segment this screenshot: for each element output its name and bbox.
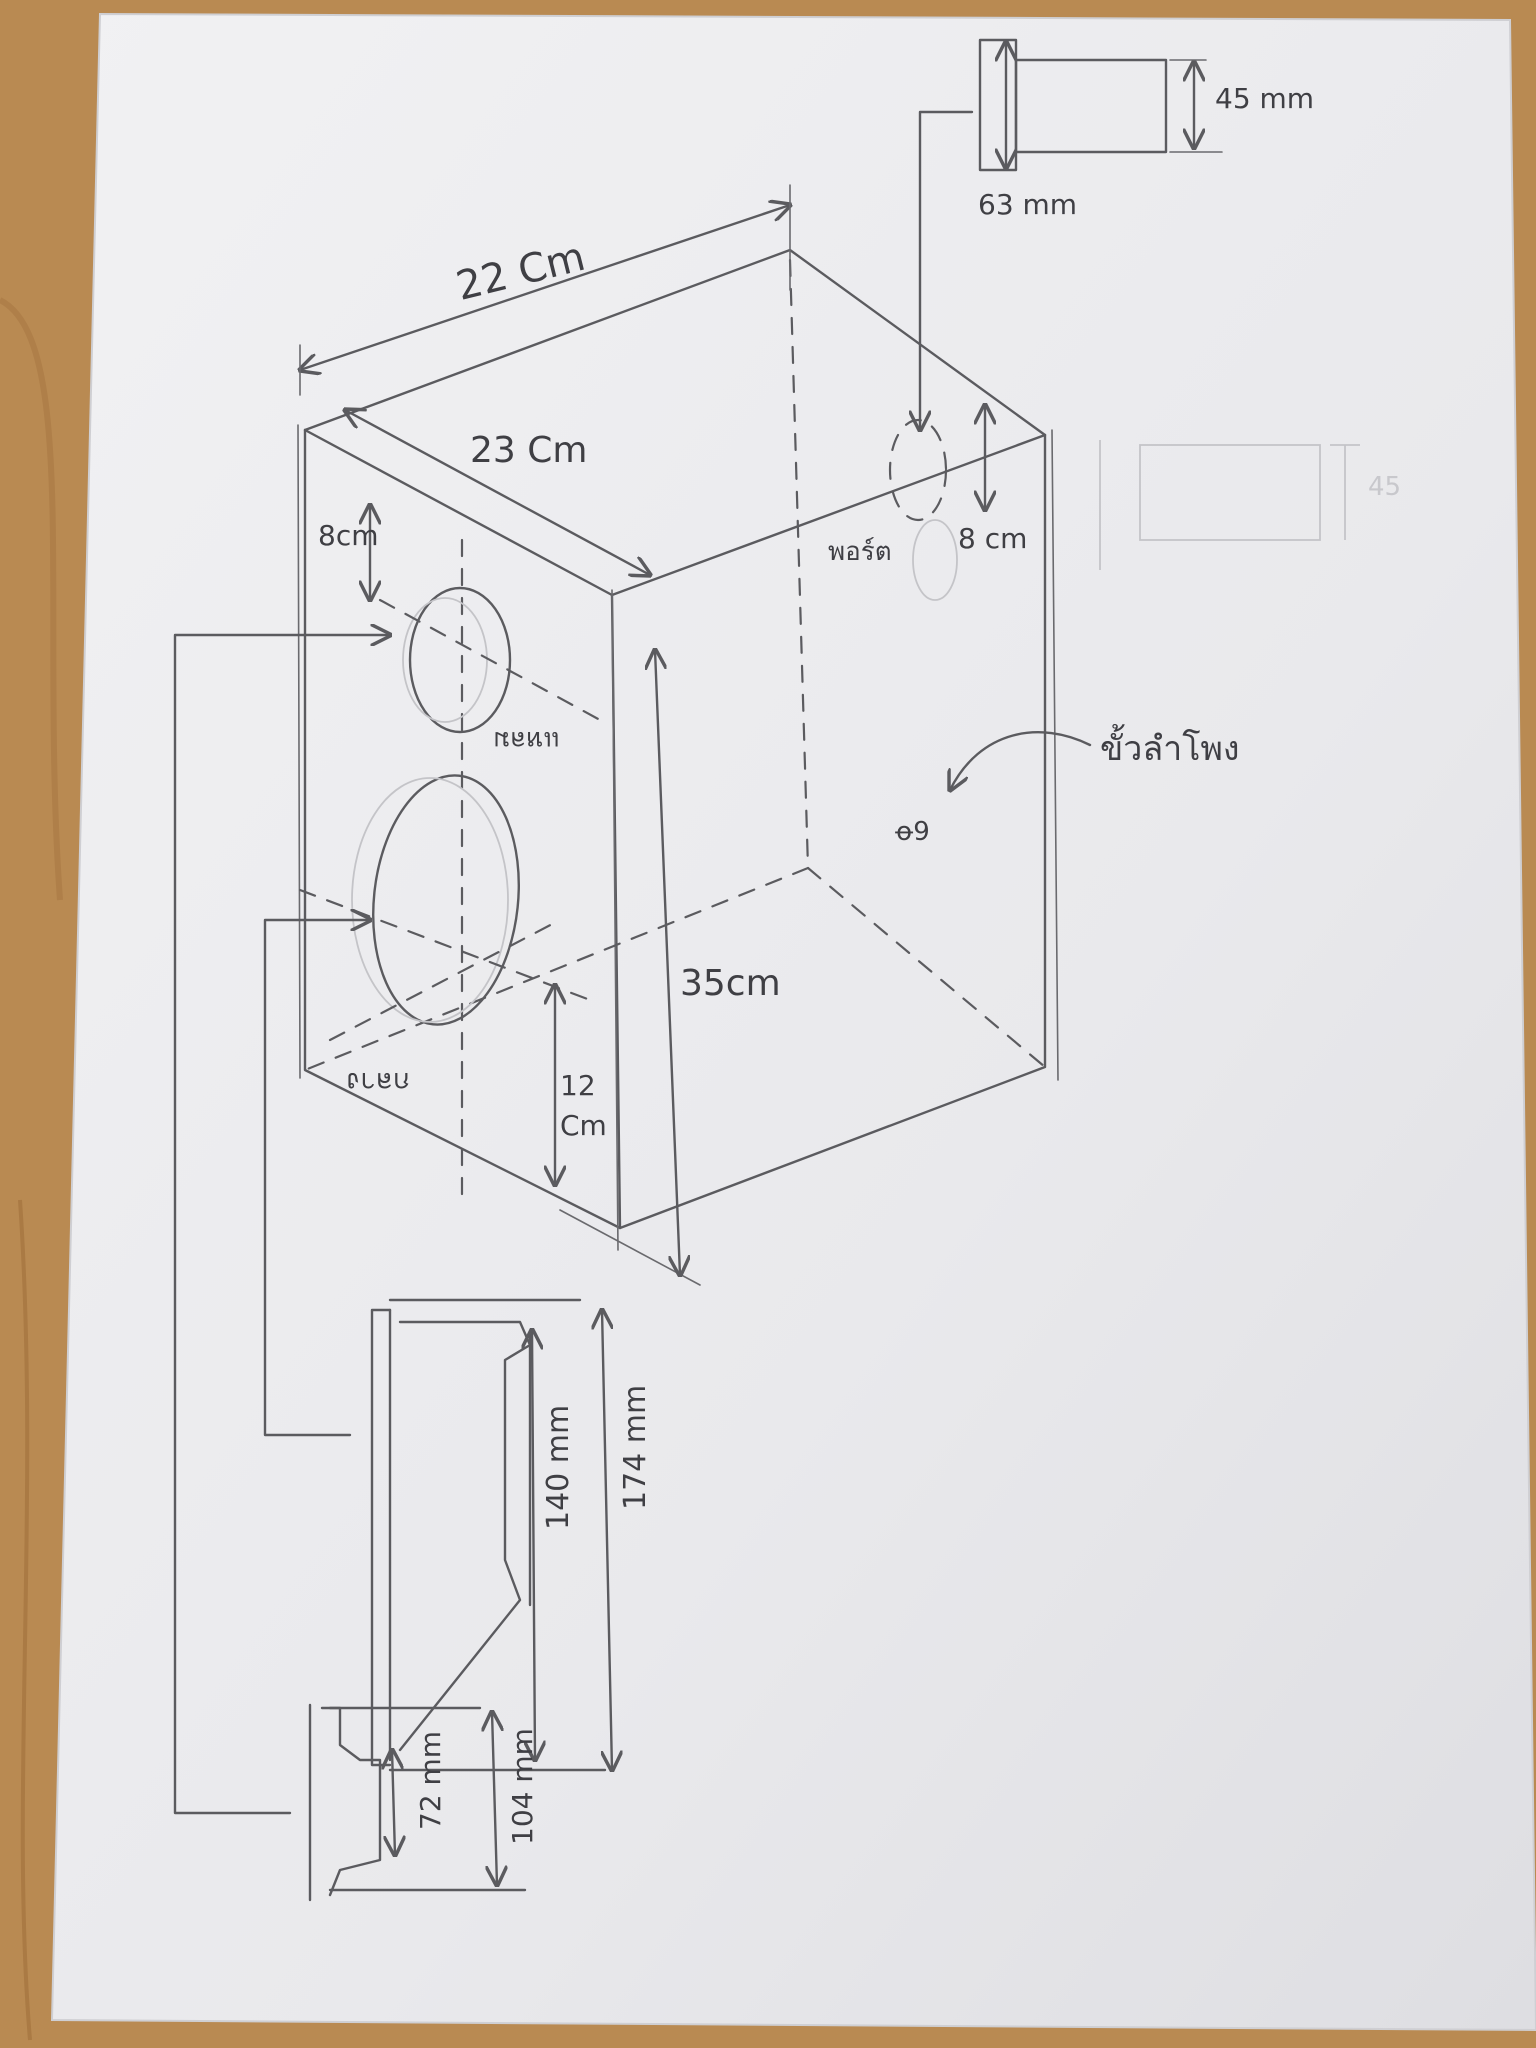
dimension-height: 35cm (655, 650, 781, 1275)
depth-label: 23 Cm (470, 430, 587, 471)
dimension-depth: 23 Cm (345, 410, 650, 575)
svg-text:ꝋ9: ꝋ9 (895, 817, 930, 847)
dimension-woofer-offset: 12 Cm (555, 985, 607, 1185)
height-label: 35cm (680, 963, 781, 1004)
svg-text:45: 45 (1368, 472, 1401, 502)
tweeter-hole: แหลม (378, 586, 602, 755)
tweeter-offset-label: 8cm (318, 519, 378, 552)
woofer-name: กลาง (346, 1066, 410, 1099)
port-inner-label: 45 mm (1215, 82, 1314, 115)
woofer-outer-label: 174 mm (618, 1385, 653, 1510)
woofer-inner-label: 140 mm (541, 1405, 576, 1530)
woofer-hole: กลาง (298, 774, 592, 1099)
dimension-port-offset: 8 cm (958, 405, 1027, 555)
woofer-offset-num: 12 (560, 1069, 596, 1102)
port-detail: 45 mm 63 mm (920, 38, 1314, 430)
dimension-tweeter-offset: 8cm (318, 505, 378, 600)
woofer-offset-unit: Cm (560, 1109, 607, 1142)
terminal-name: ขั้วลำโพง (1100, 724, 1240, 769)
tweeter-outer-label: 104 mm (506, 1728, 539, 1845)
erased-port-sketch: 45 (1099, 440, 1401, 570)
tweeter-inner-label: 72 mm (414, 1731, 447, 1830)
port-name: พอร์ต (828, 537, 892, 567)
port-offset-label: 8 cm (958, 522, 1027, 555)
speaker-terminal: ꝋ9 ขั้วลำโพง (895, 724, 1240, 847)
tweeter-detail: 72 mm 104 mm (173, 635, 539, 1902)
port-outer-label: 63 mm (978, 188, 1077, 221)
tweeter-name: แหลม (493, 725, 560, 755)
paper-sheet (50, 12, 1536, 2032)
